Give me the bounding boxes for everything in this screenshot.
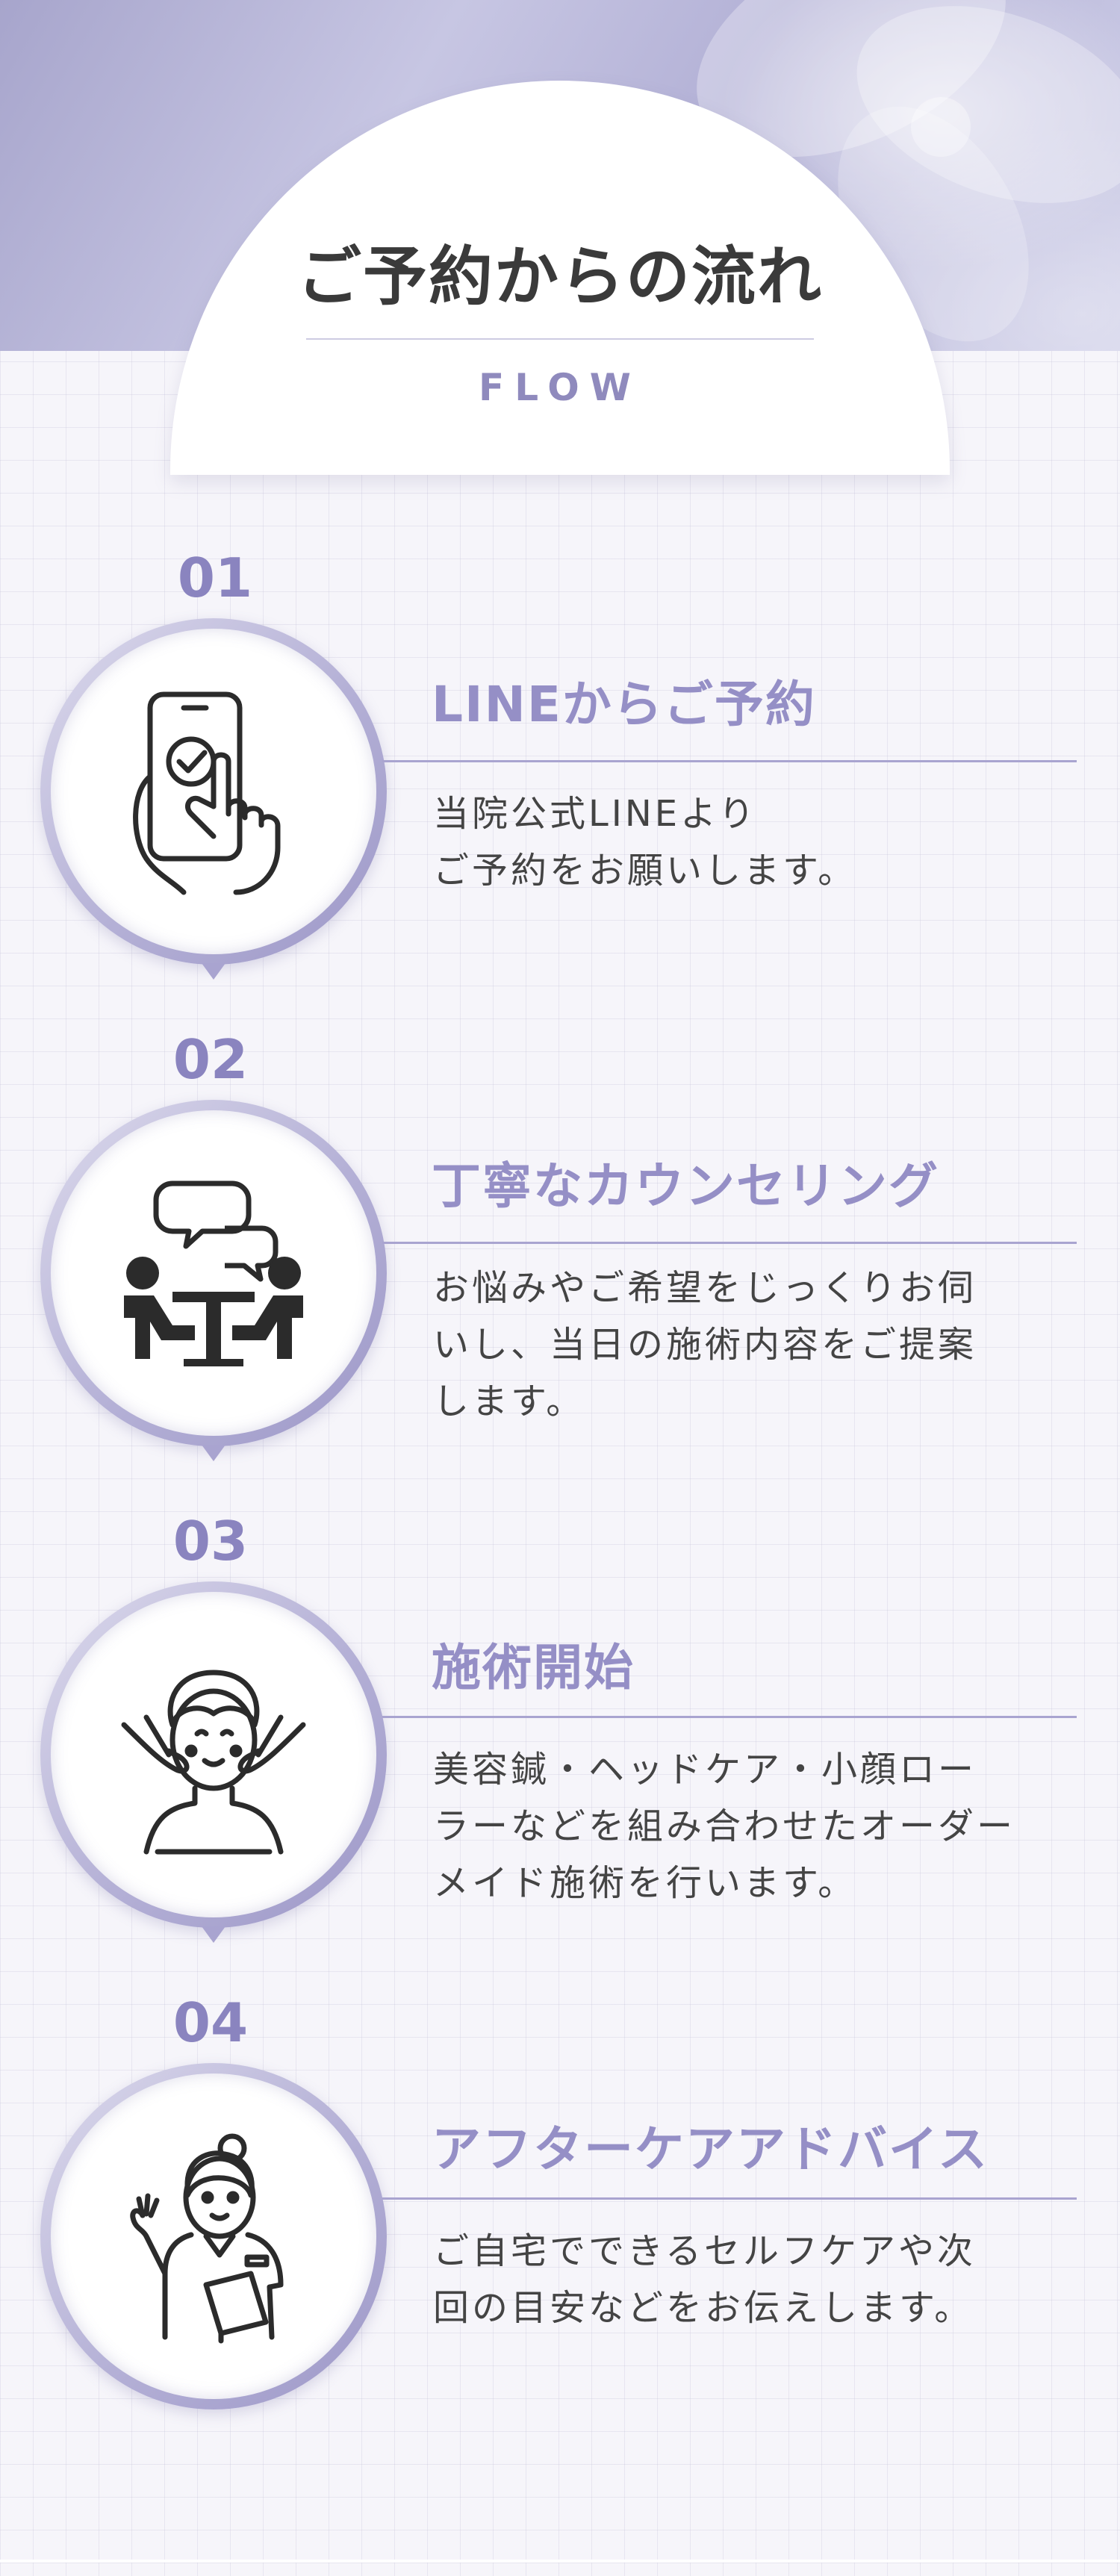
flow-step-2: 02 丁寧なカウンセリング お悩みやご希望をじっく [0, 1019, 1120, 1497]
step-divider [382, 1242, 1077, 1244]
step-divider [382, 1716, 1077, 1718]
page-subtitle: FLOW [479, 366, 641, 409]
step-title: LINEからご予約 [432, 676, 816, 733]
step-number: 04 [172, 1991, 249, 2054]
step-description: 美容鍼・ヘッドケア・小顔ロー ラーなどを組み合わせたオーダー メイド施術を行いま… [433, 1749, 1016, 1904]
step-divider [382, 2197, 1077, 2200]
step-icon-circle [40, 618, 387, 965]
title-divider [306, 338, 814, 340]
staff-advice-icon [130, 2133, 284, 2344]
flow-step-4: 04 アフターケアアドバイス ご自宅でできるセルフケアや [0, 1982, 1120, 2460]
footer-divider [0, 2560, 1120, 2563]
flow-step-3: 03 施術開始 美容鍼・ヘッドケア・小顔ロー ラーなどを組み合わせた [0, 1501, 1120, 1979]
step-title: 丁寧なカウンセリング [432, 1157, 939, 1215]
step-description: 当院公式LINEより ご予約をお願いします。 [433, 793, 857, 892]
page-title: ご予約からの流れ [297, 240, 823, 314]
facial-treatment-icon [121, 1670, 306, 1855]
flower-petal-decoration [697, 0, 1120, 342]
step-number: 02 [172, 1028, 249, 1091]
step-icon-circle [40, 1100, 387, 1446]
flow-step-1: 01 LINEからご予約 当院公式LINEより ご予約をお願いします。 [0, 538, 1120, 1015]
step-pointer [202, 1445, 225, 1461]
step-title: 施術開始 [432, 1639, 635, 1696]
step-divider [382, 760, 1077, 762]
step-description: ご自宅でできるセルフケアや次 回の目安などをお伝えします。 [433, 2230, 977, 2329]
step-description: お悩みやご希望をじっくりお伺 いし、当日の施術内容をご提案 します。 [433, 1267, 977, 1422]
counseling-icon [124, 1180, 303, 1366]
step-pointer [202, 963, 225, 980]
step-number: 01 [177, 547, 253, 609]
smartphone-tap-icon [133, 691, 281, 895]
step-icon-circle [40, 1581, 387, 1928]
step-number: 03 [172, 1510, 249, 1572]
step-title: アフターケアアドバイス [432, 2121, 989, 2178]
step-icon-circle [40, 2063, 387, 2409]
step-pointer [202, 1926, 225, 1943]
